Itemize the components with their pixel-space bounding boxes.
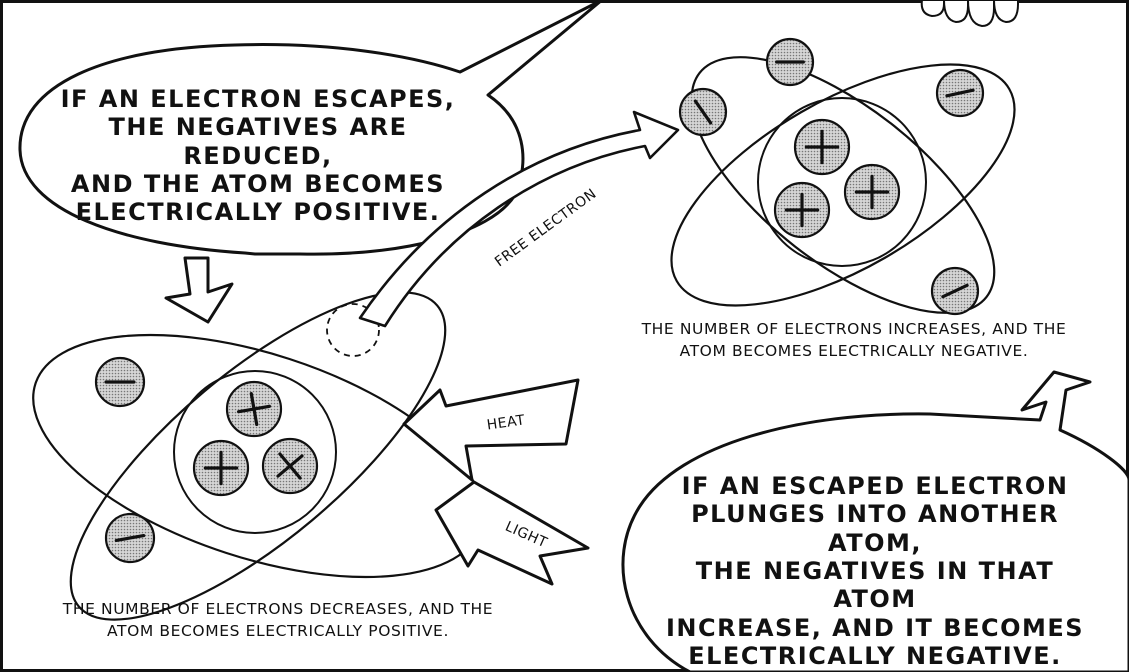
right-atom-nucleus	[758, 98, 926, 266]
left-proton-bottom-right	[263, 439, 317, 493]
bottom-right-bubble-text: If an escaped electron plunges into anot…	[655, 472, 1095, 670]
right-electron-left	[680, 89, 726, 135]
top-left-bubble-text: If an electron escapes, the negatives ar…	[48, 85, 468, 227]
right-electron-top-right	[937, 70, 983, 116]
left-atom-caption: The number of electrons decreases, and t…	[8, 598, 548, 643]
hand-fingers	[922, 0, 1018, 26]
left-proton-top	[227, 382, 281, 436]
right-atom	[635, 11, 1052, 358]
left-proton-bottom-left	[194, 441, 248, 495]
right-electron-top	[767, 39, 813, 85]
arrow-down-to-atom	[166, 258, 232, 322]
right-proton-top	[795, 120, 849, 174]
right-atom-caption: The number of electrons increases, and t…	[584, 318, 1124, 363]
left-electron-upper	[96, 358, 144, 406]
right-atom-orbit-2	[635, 16, 1052, 353]
right-proton-bottom-left	[775, 183, 829, 237]
right-electron-bottom	[932, 268, 978, 314]
left-electron-lower	[106, 514, 154, 562]
right-proton-bottom-right	[845, 165, 899, 219]
left-atom-orbit-1	[4, 287, 512, 626]
